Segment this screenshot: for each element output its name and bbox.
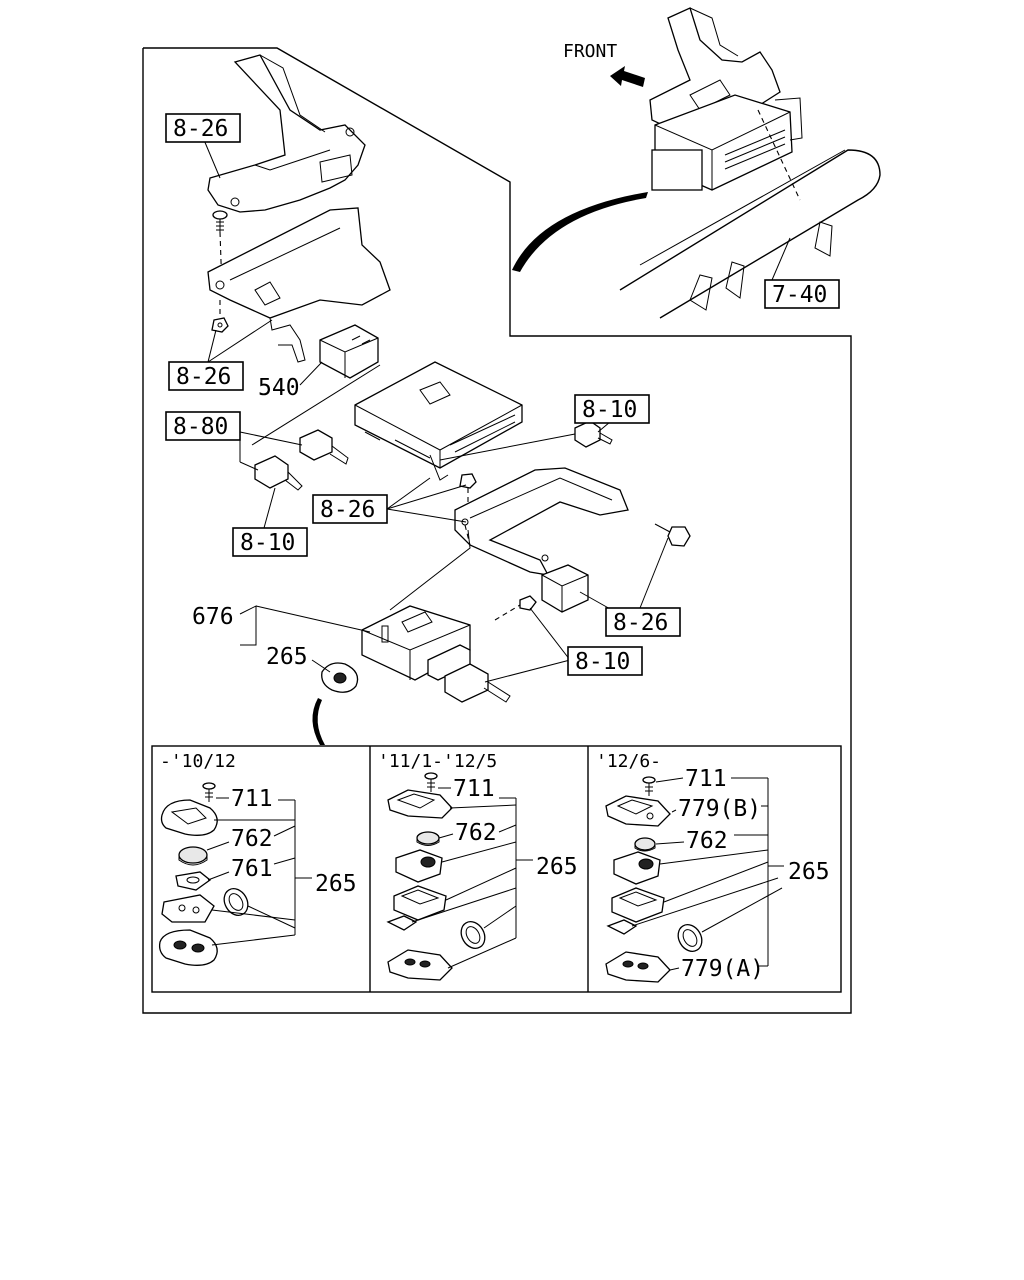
- switch-icon: [386, 915, 418, 931]
- p3-label-265: 265: [788, 859, 830, 885]
- dash-bracket-lower: [464, 524, 471, 546]
- connector-module: [444, 663, 511, 703]
- callout-8-26-top: 8-26: [165, 113, 241, 143]
- overview-module: [651, 94, 803, 191]
- panel-1-period: -'10/12: [160, 751, 236, 772]
- dash-relay-lower: [494, 604, 521, 621]
- callout-8-26-lower-right: 8-26: [605, 607, 681, 637]
- callout-8-10-lower-right: 8-10: [567, 646, 643, 676]
- svg-text:8-26: 8-26: [173, 116, 228, 142]
- outer-frame: [142, 47, 852, 1014]
- p1-label-265: 265: [315, 871, 357, 897]
- callout-8-10-upper-right: 8-10: [574, 394, 650, 424]
- callout-8-10-left: 8-10: [232, 527, 308, 557]
- p2-leaders: [411, 787, 533, 969]
- keyless-module-676: [361, 605, 471, 681]
- connector-upper-right: [574, 420, 613, 448]
- panel-2-period: '11/1-'12/5: [378, 751, 497, 772]
- middle-bracket: [207, 207, 391, 363]
- svg-text:8-26: 8-26: [176, 364, 231, 390]
- plate-icon: [175, 871, 212, 891]
- battery-icon: [416, 831, 440, 846]
- svg-text:8-10: 8-10: [582, 397, 637, 423]
- panel-variant-1: -'10/12: [158, 751, 357, 966]
- case-bottom-icon: [387, 949, 453, 981]
- relay-lower: [541, 564, 589, 613]
- bolt-upper: [212, 210, 228, 232]
- label-265: 265: [266, 644, 308, 670]
- p1-label-761: 761: [231, 856, 273, 882]
- case-bottom-icon: [158, 929, 218, 966]
- p1-label-762: 762: [231, 826, 273, 852]
- case-inner-icon: [611, 887, 665, 923]
- overview-curve-arrow: [512, 192, 648, 272]
- svg-text:8-26: 8-26: [613, 610, 668, 636]
- holder-icon: [395, 849, 443, 883]
- upper-bracket: [207, 54, 366, 213]
- battery-icon: [634, 837, 656, 852]
- panel-variant-3: '12/6-: [596, 751, 830, 983]
- key-fob-icon: [321, 662, 359, 693]
- case-top-icon: [160, 799, 218, 836]
- case-inner-icon: [393, 885, 447, 921]
- switch-icon: [606, 919, 638, 935]
- oring-icon: [677, 924, 703, 952]
- panel-variant-2: '11/1-'12/5: [378, 751, 578, 981]
- screw-icon: [202, 782, 216, 802]
- nut-bracket: [459, 473, 477, 489]
- case-inner-icon: [161, 894, 215, 923]
- p2-label-711: 711: [453, 776, 495, 802]
- p2-label-265: 265: [536, 854, 578, 880]
- connector-lower-left: [254, 455, 303, 491]
- lower-bracket: [454, 467, 629, 576]
- p1-label-711: 711: [231, 786, 273, 812]
- front-arrow-icon: [610, 66, 645, 87]
- screw-icon: [642, 776, 656, 796]
- svg-text:8-80: 8-80: [173, 414, 228, 440]
- label-676: 676: [192, 604, 234, 630]
- fob-curve-arrow: [312, 698, 325, 745]
- front-label: FRONT: [563, 41, 617, 62]
- overview-dash-link: [757, 109, 801, 201]
- nut-mid: [211, 317, 229, 333]
- svg-text:8-26: 8-26: [320, 497, 375, 523]
- p3-label-762: 762: [686, 828, 728, 854]
- cover-a-icon: [605, 951, 671, 983]
- p3-label-779a: 779(A): [681, 956, 764, 982]
- callout-8-26-mid: 8-26: [312, 494, 388, 524]
- connector-upper-left: [299, 429, 349, 465]
- bolt-right: [654, 523, 691, 547]
- label-540: 540: [258, 375, 300, 401]
- callout-8-26-left: 8-26: [168, 361, 244, 391]
- control-unit: [354, 361, 523, 481]
- p3-label-779b: 779(B): [678, 796, 761, 822]
- callout-8-80: 8-80: [165, 411, 241, 441]
- p2-label-762: 762: [455, 820, 497, 846]
- relay-540: [319, 324, 379, 379]
- panel-3-period: '12/6-: [596, 751, 661, 772]
- p3-leaders: [631, 777, 784, 971]
- wire-676: [389, 529, 471, 611]
- variants-frame: [151, 745, 842, 993]
- overview-vehicle-rail: [619, 149, 881, 319]
- oring-icon: [460, 921, 486, 949]
- svg-text:7-40: 7-40: [772, 282, 827, 308]
- screw-icon: [424, 772, 438, 792]
- cover-b-icon: [605, 795, 671, 827]
- svg-text:8-10: 8-10: [240, 530, 295, 556]
- case-top-icon: [387, 789, 453, 819]
- holder-icon: [613, 851, 661, 885]
- connector-relay-lower: [519, 595, 537, 611]
- battery-icon: [178, 846, 208, 866]
- p1-leaders: [206, 797, 312, 946]
- svg-text:8-10: 8-10: [575, 649, 630, 675]
- callout-7-40: 7-40: [764, 279, 840, 309]
- p3-label-711: 711: [685, 766, 727, 792]
- leader-lines: [203, 139, 791, 683]
